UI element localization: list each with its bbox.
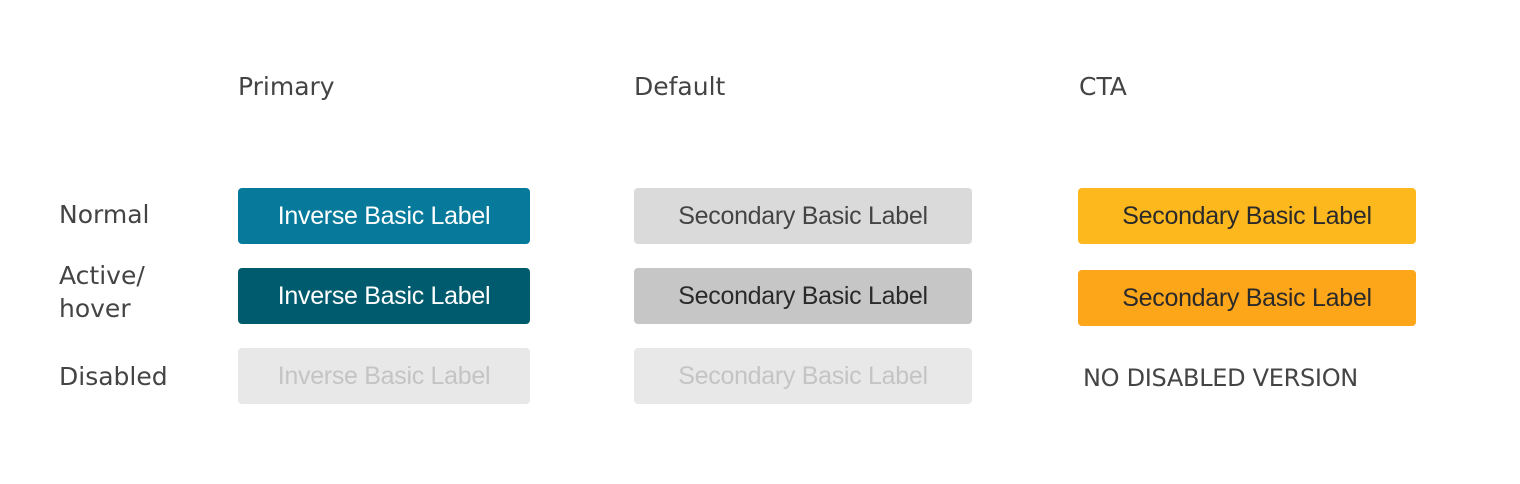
default-button-disabled: Secondary Basic Label [634,348,972,404]
default-button-active[interactable]: Secondary Basic Label [634,268,972,324]
row-label-disabled: Disabled [59,362,168,391]
cta-button-normal[interactable]: Secondary Basic Label [1078,188,1416,244]
default-button-normal[interactable]: Secondary Basic Label [634,188,972,244]
cta-no-disabled-note: NO DISABLED VERSION [1083,364,1358,392]
primary-button-normal[interactable]: Inverse Basic Label [238,188,530,244]
row-label-normal: Normal [59,200,150,229]
row-label-active-hover: Active/ hover [59,261,145,323]
primary-button-active[interactable]: Inverse Basic Label [238,268,530,324]
column-header-primary: Primary [238,72,335,101]
column-header-default: Default [634,72,726,101]
column-header-cta: CTA [1079,72,1127,101]
primary-button-disabled: Inverse Basic Label [238,348,530,404]
cta-button-active[interactable]: Secondary Basic Label [1078,270,1416,326]
